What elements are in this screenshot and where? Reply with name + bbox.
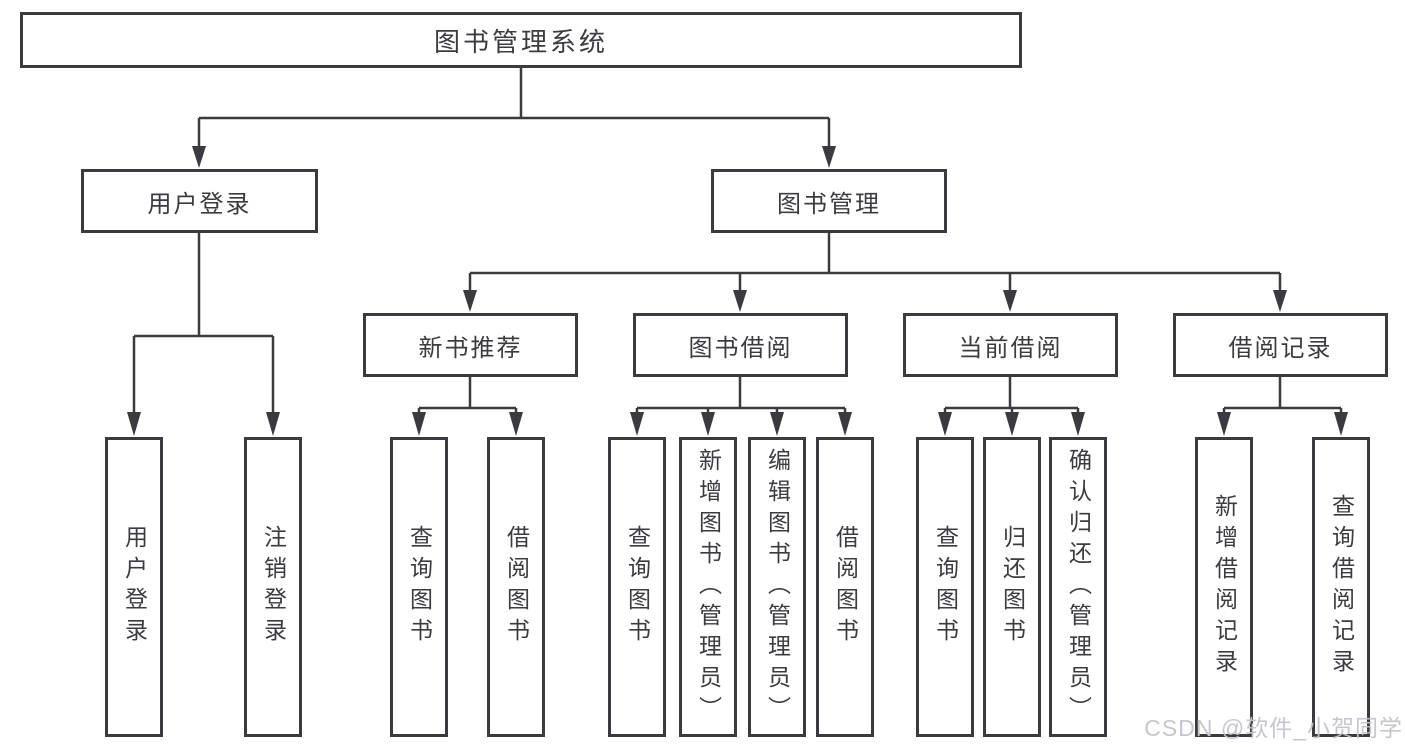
arrowhead-new-book-recommend [463,290,477,312]
leaf-borrow-books-recommend: 借阅图书 [487,437,545,737]
arrowhead-current-borrow [1003,290,1017,312]
leaf-query-borrow-record: 查询借阅记录 [1312,437,1370,737]
node-user-login: 用户登录 [81,169,318,233]
leaf-add-borrow-record: 新增借阅记录 [1195,437,1253,737]
leaf-logout: 注销登录 [244,437,302,737]
leaf-add-books-admin: 新增图书（管理员） [679,437,737,737]
arrowhead-user-login [192,146,206,168]
leaf-borrow-books: 借阅图书 [816,437,874,737]
node-borrow-records: 借阅记录 [1173,313,1388,377]
node-new-book-recommend: 新书推荐 [363,313,578,377]
node-current-borrow: 当前借阅 [903,313,1118,377]
node-label: 图书管理系统 [433,26,608,57]
leaf-query-books-borrow: 查询图书 [608,437,666,737]
arrowhead-borrow-records [1273,290,1287,312]
csdn-watermark: CSDN @软件_小贺同学 [1144,715,1403,741]
leaf-user-login: 用户登录 [105,437,163,737]
node-book-management: 图书管理 [711,169,947,233]
arrowhead-book-management [822,146,836,168]
node-label: 图书管理 [777,190,881,218]
node-library-management-system: 图书管理系统 [20,12,1022,68]
leaf-query-books-recommend: 查询图书 [390,437,448,737]
leaf-return-books: 归还图书 [983,437,1041,737]
leaf-confirm-return-admin: 确认归还（管理员） [1049,437,1107,737]
node-label: 用户登录 [147,190,252,218]
leaf-query-books-current: 查询图书 [916,437,974,737]
node-label: 图书借阅 [688,334,793,362]
arrowhead-leaf-user-login [127,412,141,436]
arrowhead-book-borrow [733,290,747,312]
node-book-borrow: 图书借阅 [633,313,848,377]
node-label: 借阅记录 [1228,334,1333,362]
node-label: 新书推荐 [418,334,523,362]
node-label: 当前借阅 [958,334,1063,362]
arrowhead-leaf-logout [266,412,280,436]
leaf-edit-books-admin: 编辑图书（管理员） [748,437,806,737]
